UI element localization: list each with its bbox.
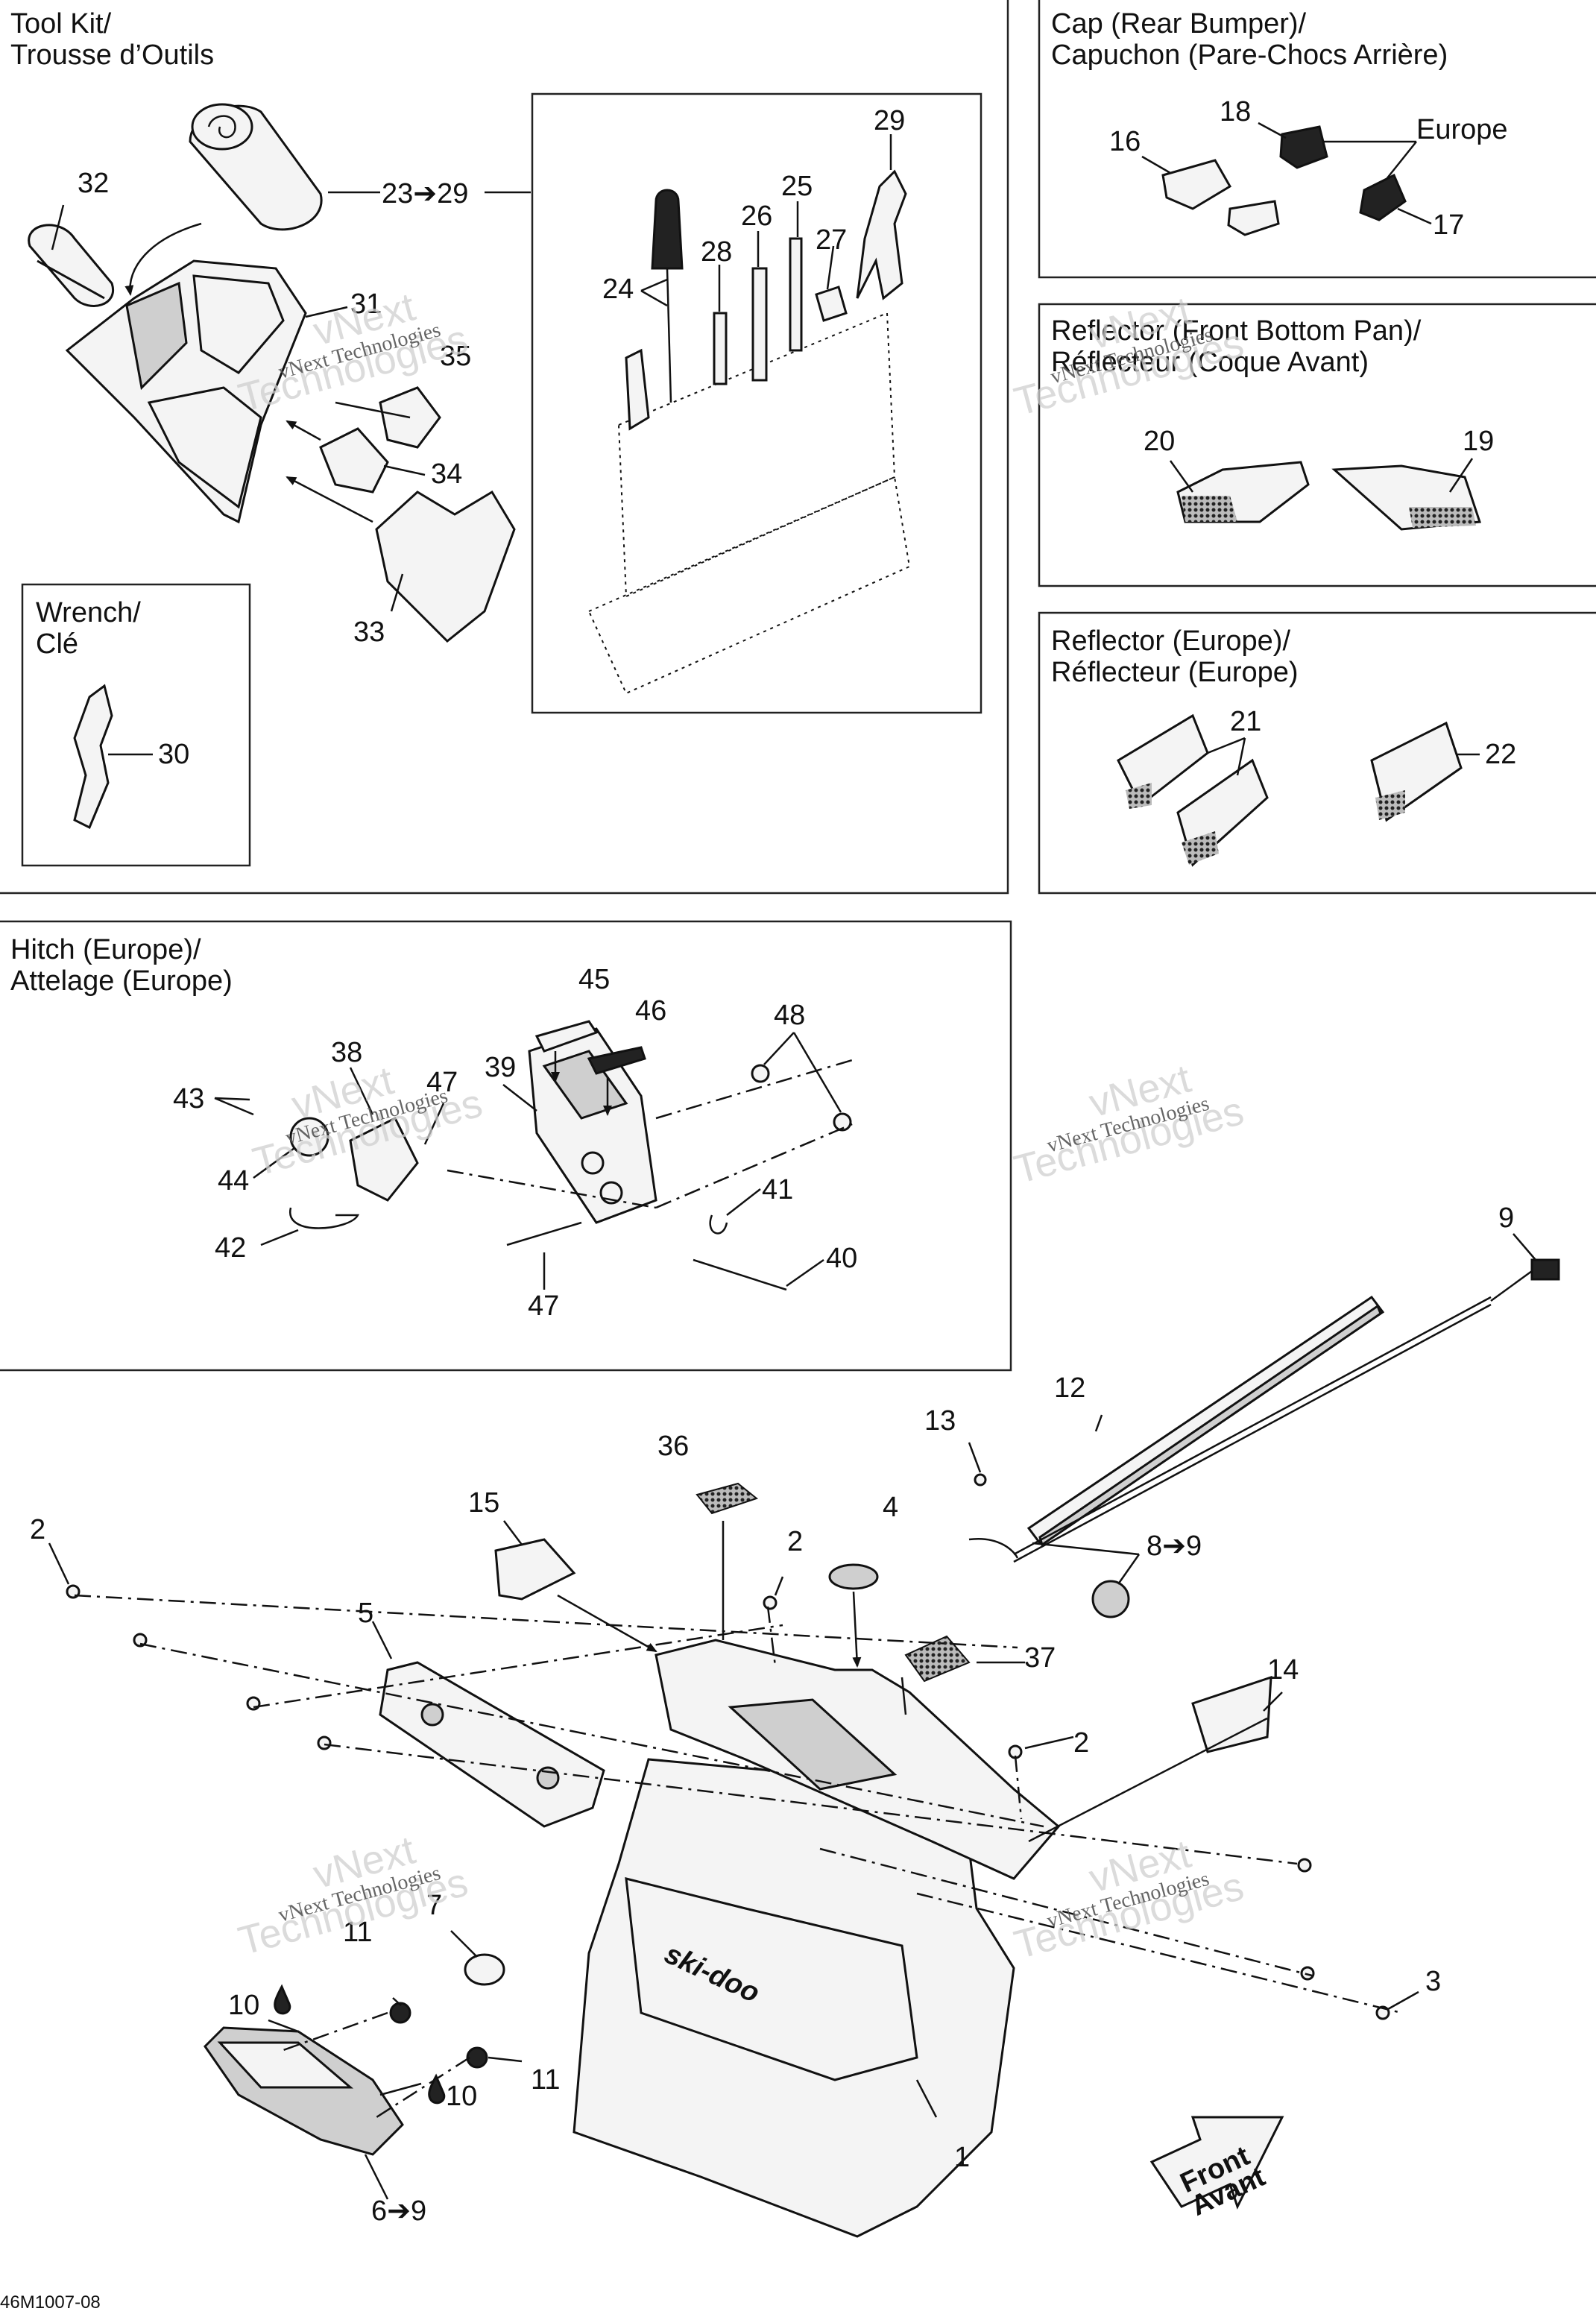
callout-6-9: 6➔9 bbox=[371, 2195, 426, 2227]
callout-48: 48 bbox=[774, 1000, 805, 1031]
callout-14: 14 bbox=[1267, 1654, 1299, 1686]
callout-18: 18 bbox=[1220, 96, 1251, 127]
panel-frames bbox=[0, 0, 1596, 1372]
callout-3: 3 bbox=[1425, 1966, 1441, 1997]
callout-38: 38 bbox=[331, 1037, 362, 1068]
lubricant-drop-icon bbox=[274, 1984, 291, 2015]
panel-title-tool-kit: Tool Kit/Trousse d’Outils bbox=[10, 8, 214, 71]
callout-47b: 47 bbox=[528, 1290, 559, 1322]
callout-33: 33 bbox=[353, 617, 385, 648]
diagram-code: 46M1007-08 bbox=[0, 2292, 101, 2313]
wrench-30-drawing bbox=[73, 684, 153, 830]
front-direction-arrow bbox=[1149, 2116, 1284, 2210]
strap-drawing bbox=[28, 224, 115, 307]
callout-10b: 10 bbox=[446, 2081, 477, 2112]
foam-33-drawing bbox=[375, 490, 516, 643]
callout-30: 30 bbox=[158, 739, 189, 770]
callout-40: 40 bbox=[826, 1243, 857, 1274]
callout-35: 35 bbox=[440, 341, 471, 372]
callout-17: 17 bbox=[1433, 209, 1464, 241]
callout-46: 46 bbox=[635, 995, 666, 1027]
callout-45: 45 bbox=[578, 964, 610, 995]
reflector-europe-parts bbox=[1117, 713, 1480, 867]
callout-19: 19 bbox=[1463, 426, 1494, 457]
callout-20: 20 bbox=[1144, 426, 1175, 457]
screwdriver-drawing bbox=[651, 189, 684, 270]
callout-42: 42 bbox=[215, 1232, 246, 1264]
wrench-29-drawing bbox=[856, 169, 907, 300]
callout-2a: 2 bbox=[30, 1514, 45, 1545]
tool-roll-drawing bbox=[189, 103, 323, 231]
hitch-parts bbox=[214, 1020, 858, 1291]
foam-34-drawing bbox=[319, 427, 389, 494]
callout-2c: 2 bbox=[1073, 1727, 1089, 1759]
callout-36: 36 bbox=[657, 1431, 689, 1462]
callout-7: 7 bbox=[426, 1890, 442, 1921]
tool-kit-line2: Trousse d’Outils bbox=[10, 40, 214, 71]
callout-28: 28 bbox=[701, 236, 732, 268]
callout-26: 26 bbox=[741, 201, 772, 232]
cap-parts bbox=[1141, 122, 1432, 236]
panel-title-reflector-front: Reflector (Front Bottom Pan)/Réflecteur … bbox=[1051, 315, 1422, 378]
callout-43: 43 bbox=[173, 1083, 204, 1115]
callout-11b: 11 bbox=[531, 2064, 560, 2096]
callout-34: 34 bbox=[431, 458, 462, 490]
callout-24: 24 bbox=[602, 274, 634, 305]
callout-9: 9 bbox=[1498, 1202, 1514, 1234]
callout-4: 4 bbox=[883, 1492, 898, 1523]
panel-title-wrench: Wrench/Clé bbox=[36, 597, 141, 660]
callout-1: 1 bbox=[954, 2142, 970, 2173]
callout-29: 29 bbox=[874, 105, 905, 136]
reflector-front-parts bbox=[1169, 458, 1482, 531]
rear-assembly: ski-doo bbox=[48, 1233, 1560, 2238]
callout-12: 12 bbox=[1054, 1372, 1085, 1404]
callouts: 23➔29 32 31 35 34 33 24 28 26 25 27 29 3… bbox=[30, 96, 1516, 2227]
callout-13: 13 bbox=[924, 1405, 956, 1437]
callout-15: 15 bbox=[468, 1487, 499, 1519]
callout-8-9: 8➔9 bbox=[1146, 1530, 1202, 1562]
callout-22: 22 bbox=[1485, 739, 1516, 770]
europe-label: Europe bbox=[1416, 114, 1508, 145]
callout-27: 27 bbox=[816, 224, 847, 256]
callout-32: 32 bbox=[78, 168, 109, 199]
callout-31: 31 bbox=[350, 289, 382, 320]
callout-47a: 47 bbox=[426, 1067, 458, 1098]
callout-11a: 11 bbox=[343, 1917, 372, 1948]
lubricant-drop-icon-2 bbox=[428, 2073, 446, 2105]
panel-title-cap: Cap (Rear Bumper)/Capuchon (Pare-Chocs A… bbox=[1051, 8, 1448, 71]
callout-23-29: 23➔29 bbox=[382, 178, 468, 209]
tool-bag-drawing bbox=[65, 259, 307, 524]
callout-21: 21 bbox=[1230, 706, 1261, 737]
callout-16: 16 bbox=[1109, 126, 1141, 157]
callout-41: 41 bbox=[762, 1174, 793, 1205]
callout-5: 5 bbox=[358, 1598, 373, 1629]
callout-10a: 10 bbox=[228, 1990, 259, 2021]
tool-kit-line1: Tool Kit/ bbox=[10, 8, 112, 40]
panel-title-reflector-europe: Reflector (Europe)/Réflecteur (Europe) bbox=[1051, 625, 1299, 688]
callout-37: 37 bbox=[1024, 1642, 1056, 1674]
callout-39: 39 bbox=[485, 1052, 516, 1083]
callout-25: 25 bbox=[781, 171, 813, 202]
callout-2b: 2 bbox=[787, 1526, 803, 1557]
panel-title-hitch: Hitch (Europe)/Attelage (Europe) bbox=[10, 934, 233, 997]
callout-44: 44 bbox=[218, 1165, 249, 1197]
tool-kit-parts bbox=[28, 103, 911, 695]
